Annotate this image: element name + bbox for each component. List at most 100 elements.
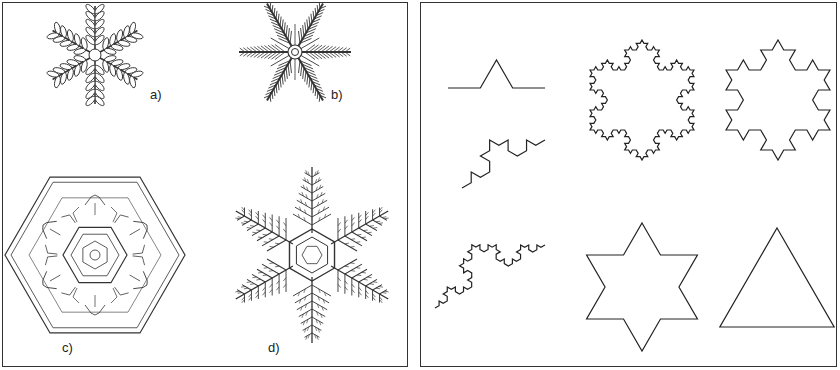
line-shape xyxy=(337,278,341,281)
line-shape xyxy=(325,46,333,52)
line-shape xyxy=(270,16,278,25)
ice-leaf xyxy=(109,64,117,77)
koch-snowflake-step-3 xyxy=(590,40,694,160)
dendrite-arm xyxy=(293,277,331,343)
snowflake-b xyxy=(239,0,351,104)
line-shape xyxy=(297,301,312,310)
line-shape xyxy=(264,52,273,58)
line-shape xyxy=(306,170,308,174)
line-shape xyxy=(337,222,341,225)
line-shape xyxy=(265,214,280,232)
snowflake-arm xyxy=(84,3,105,50)
line-shape xyxy=(298,68,308,79)
line-shape xyxy=(95,295,96,307)
line-shape xyxy=(255,294,259,297)
line-shape xyxy=(259,282,272,297)
line-shape xyxy=(300,71,310,82)
line-shape xyxy=(307,319,309,323)
line-shape xyxy=(318,177,320,181)
line-shape xyxy=(247,276,258,289)
line-shape xyxy=(298,57,323,100)
line-shape xyxy=(247,221,258,234)
line-shape xyxy=(296,64,307,76)
koch-snowflake-step-2 xyxy=(726,40,830,160)
line-shape xyxy=(241,207,245,210)
line-shape xyxy=(325,52,333,58)
line-shape xyxy=(336,216,353,236)
line-shape xyxy=(259,213,272,228)
line-shape xyxy=(319,289,321,293)
koch-star-step-1 xyxy=(587,223,698,351)
line-shape xyxy=(254,47,261,52)
line-shape xyxy=(295,207,312,217)
snowflake-needle xyxy=(295,59,296,80)
line-shape xyxy=(253,211,264,224)
snowflake-arm xyxy=(94,48,145,90)
line-shape xyxy=(269,269,273,272)
line-shape xyxy=(241,294,248,303)
polyline-shape xyxy=(38,271,57,293)
line-shape xyxy=(50,275,60,281)
line-shape xyxy=(351,223,355,226)
line-shape xyxy=(298,292,300,296)
line-shape xyxy=(307,327,309,331)
line-shape xyxy=(384,217,388,220)
line-shape xyxy=(244,220,248,223)
line-shape xyxy=(344,281,348,284)
line-shape xyxy=(241,285,245,288)
ice-leaf xyxy=(129,75,137,88)
line-shape xyxy=(268,45,277,52)
plate-core-hexagon xyxy=(63,227,127,282)
line-shape xyxy=(358,219,362,222)
snowflake-d xyxy=(226,167,397,343)
line-shape xyxy=(380,288,387,297)
line-shape xyxy=(351,284,355,287)
line-shape xyxy=(309,45,319,52)
line-shape xyxy=(367,231,371,234)
line-shape xyxy=(360,286,371,299)
polyline-shape xyxy=(111,207,117,222)
line-shape xyxy=(310,19,319,28)
line-shape xyxy=(274,14,282,23)
line-shape xyxy=(365,291,369,294)
line-shape xyxy=(344,226,348,229)
line-shape xyxy=(366,221,377,234)
line-shape xyxy=(298,4,323,47)
ice-leaf xyxy=(131,32,144,40)
line-shape xyxy=(275,265,279,268)
line-shape xyxy=(351,269,355,272)
line-shape xyxy=(312,325,321,330)
line-shape xyxy=(308,334,310,338)
line-shape xyxy=(248,210,252,213)
line-shape xyxy=(276,220,280,223)
plate-outer-hexagon xyxy=(5,177,185,333)
line-shape xyxy=(344,220,348,223)
plate-ridge xyxy=(32,206,77,258)
line-shape xyxy=(307,81,315,90)
polyline-shape xyxy=(113,212,129,225)
line-shape xyxy=(323,299,325,303)
line-shape xyxy=(312,293,329,303)
line-shape xyxy=(303,185,305,189)
line-shape xyxy=(372,297,376,300)
line-shape xyxy=(255,291,259,294)
koch-triangle-step-0 xyxy=(720,228,834,327)
line-shape xyxy=(379,300,383,303)
line-shape xyxy=(373,282,382,293)
line-shape xyxy=(264,266,268,269)
line-shape xyxy=(319,321,321,325)
line-shape xyxy=(321,52,329,58)
line-shape xyxy=(237,288,244,297)
line-shape xyxy=(329,52,336,57)
line-shape xyxy=(262,231,279,251)
polyline-shape xyxy=(42,245,58,258)
snowflake-arm xyxy=(301,45,351,60)
line-shape xyxy=(269,223,273,226)
line-shape xyxy=(264,46,273,52)
line-shape xyxy=(271,45,281,52)
line-shape xyxy=(257,46,265,52)
line-shape xyxy=(262,287,266,290)
line-shape xyxy=(337,229,341,232)
line-shape xyxy=(301,38,319,49)
line-shape xyxy=(304,289,306,293)
